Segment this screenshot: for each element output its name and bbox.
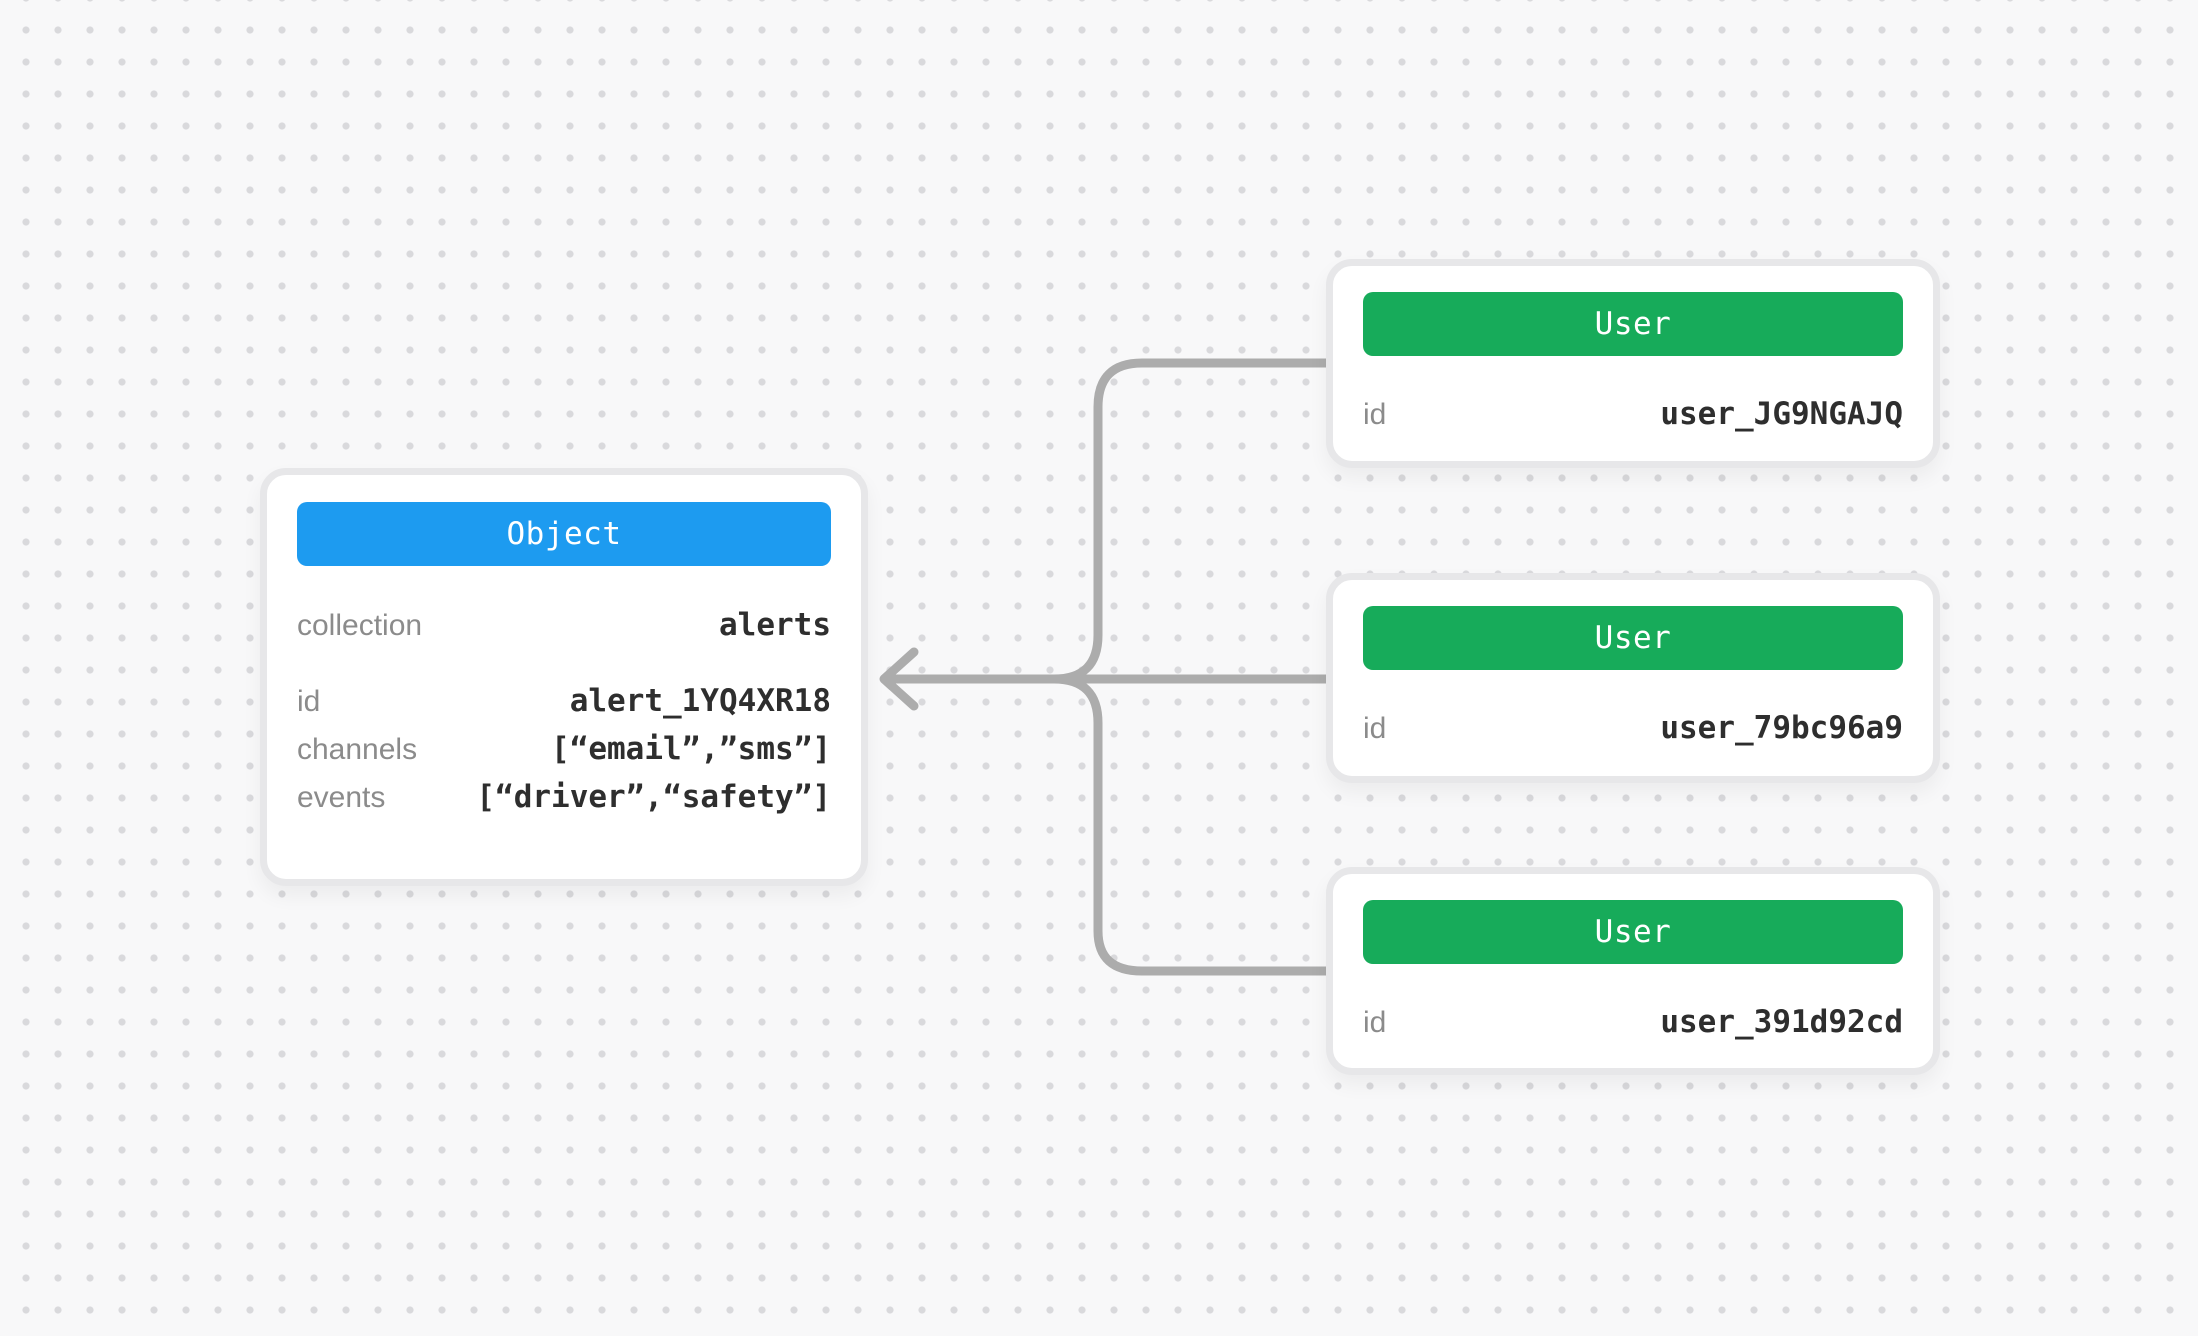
field-label: collection [297,609,423,642]
user-node-header: User [1363,606,1903,670]
field-value: alert_1YQ4XR18 [569,683,831,719]
user-node-header: User [1363,292,1903,356]
field-value: user_79bc96a9 [1660,710,1903,746]
field-label: id [297,685,321,718]
field-label: events [297,781,386,814]
field-row-events: events [“driver”,“safety”] [297,779,831,816]
user-node-title: User [1594,620,1672,656]
user-node-2[interactable]: User id user_79bc96a9 [1326,573,1940,783]
field-value: user_JG9NGAJQ [1660,396,1903,432]
object-node-title: Object [506,516,622,552]
user-node-header: User [1363,900,1903,964]
field-row-channels: channels [“email”,”sms”] [297,731,831,768]
field-label: channels [297,733,418,766]
field-row-id: id user_79bc96a9 [1363,710,1903,747]
field-label: id [1363,712,1387,745]
connector-path-user3 [1049,674,1337,976]
connector-path-user1 [1049,358,1337,684]
field-row-collection: collection alerts [297,607,831,644]
field-value: user_391d92cd [1660,1004,1903,1040]
field-value: alerts [719,607,831,643]
user-node-1[interactable]: User id user_JG9NGAJQ [1326,259,1940,468]
field-value: [“email”,”sms”] [551,731,831,767]
field-label: id [1363,398,1387,431]
object-node[interactable]: Object collection alerts id alert_1YQ4XR… [260,468,868,886]
connector-group [879,358,1337,976]
field-label: id [1363,1006,1387,1039]
user-node-3[interactable]: User id user_391d92cd [1326,867,1940,1075]
field-row-id: id user_391d92cd [1363,1004,1903,1041]
user-node-title: User [1594,306,1672,342]
object-node-header: Object [297,502,831,566]
field-row-id: id user_JG9NGAJQ [1363,396,1903,433]
field-value: [“driver”,“safety”] [476,779,831,815]
field-row-id: id alert_1YQ4XR18 [297,683,831,720]
user-node-title: User [1594,914,1672,950]
arrowhead-icon [879,647,919,711]
